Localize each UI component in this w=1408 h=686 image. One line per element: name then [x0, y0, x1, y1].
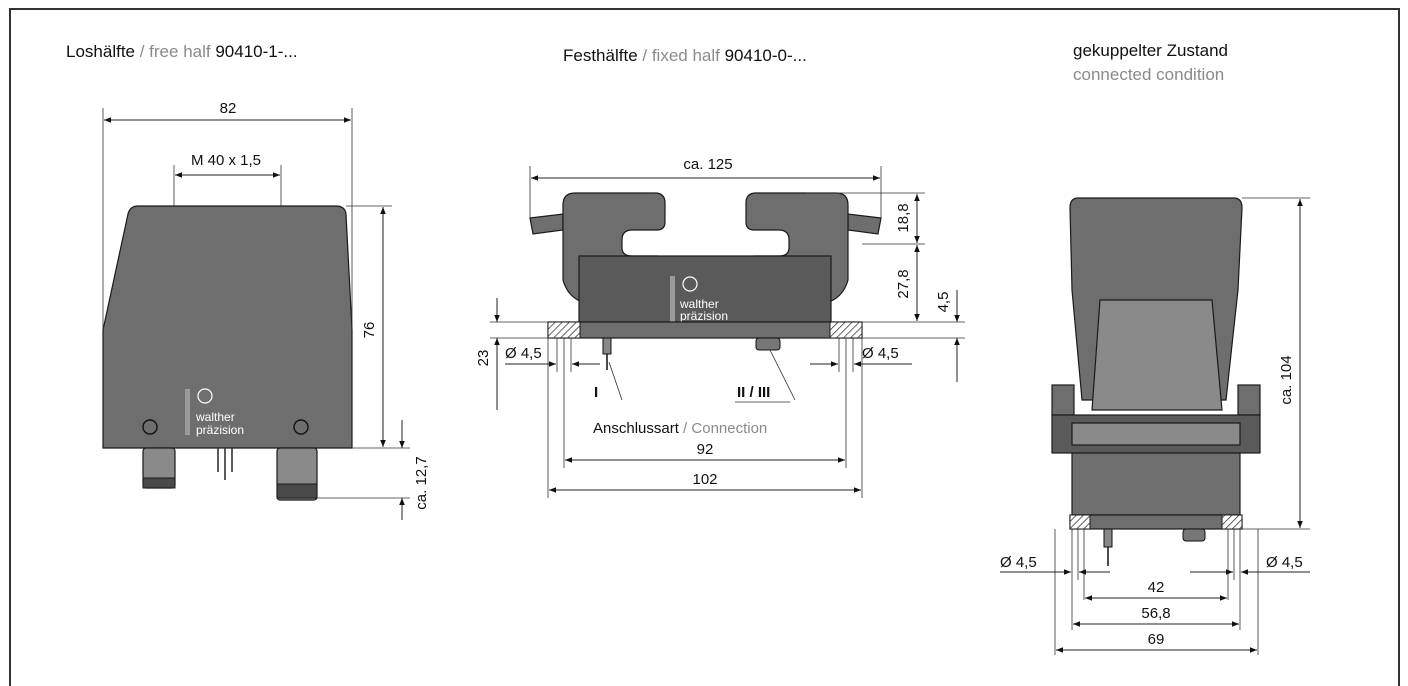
dim-hole-right: Ø 4,5 — [862, 345, 899, 362]
fixed-half-view: walther präzision I II / III ca. 125 18,… — [475, 156, 965, 498]
connection-type-1-pin — [602, 337, 612, 370]
dim-fitting-12-7: ca. 12,7 — [413, 456, 430, 509]
lever-right — [847, 213, 882, 235]
connected-socket — [1182, 528, 1206, 542]
dim-thread: M 40 x 1,5 — [191, 152, 261, 169]
title-connected-en: connected condition — [1073, 65, 1224, 84]
title-free-half: Loshälfte / free half 90410-1-... — [66, 42, 298, 61]
connected-lower-body — [1071, 452, 1241, 516]
dim-mid-56-8: 56,8 — [1141, 605, 1170, 622]
label-connection: Anschlussart / Connection — [593, 420, 767, 437]
dim-width-125: ca. 125 — [683, 156, 732, 173]
svg-text:walther: walther — [679, 297, 719, 311]
dim-outer-69: 69 — [1148, 631, 1165, 648]
dim-height-104: ca. 104 — [1278, 355, 1295, 404]
svg-text:präzision: präzision — [680, 309, 728, 323]
dim-width-82: 82 — [220, 100, 237, 117]
dim-overall-102: 102 — [692, 471, 717, 488]
lug-left — [1051, 384, 1075, 416]
svg-text:präzision: präzision — [196, 423, 244, 437]
dim-hole-left: Ø 4,5 — [505, 345, 542, 362]
dim-height-76: 76 — [361, 322, 378, 339]
dim-upper-27-8: 27,8 — [895, 269, 912, 298]
flange — [547, 321, 863, 339]
mounting-hole-left — [142, 419, 158, 435]
flange-hatch-right — [829, 321, 863, 339]
dim-inner-42: 42 — [1148, 579, 1165, 596]
fixed-half-body — [578, 255, 832, 323]
connection-type-2-socket — [755, 337, 781, 351]
dim-lever-18-8: 18,8 — [895, 203, 912, 232]
connected-pin — [1103, 528, 1113, 548]
connected-flange — [1069, 514, 1243, 530]
lever-left — [529, 213, 564, 235]
svg-text:walther: walther — [195, 410, 235, 424]
dim-flange-4-5: 4,5 — [935, 292, 952, 313]
label-type-2-3: II / III — [737, 384, 770, 401]
title-fixed-half: Festhälfte / fixed half 90410-0-... — [563, 46, 807, 65]
sheet-frame — [9, 8, 1400, 686]
connected-view: ca. 104 Ø 4,5 Ø 4,5 42 56,8 69 — [1000, 197, 1310, 655]
label-type-1: I — [594, 384, 598, 401]
title-connected-de: gekuppelter Zustand — [1073, 41, 1228, 60]
free-half-view: walther präzision 82 M 40 x 1,5 76 c — [102, 100, 430, 520]
logo-free-half: walther präzision — [185, 388, 244, 437]
logo-fixed-half: walther präzision — [670, 276, 728, 323]
connected-hood-inner — [1091, 299, 1223, 411]
contact-pins — [217, 448, 233, 480]
dim-base-23: 23 — [475, 350, 492, 367]
dim-pitch-92: 92 — [697, 441, 714, 458]
flange-hatch-left — [547, 321, 581, 339]
dim-hole-right-connected: Ø 4,5 — [1266, 554, 1303, 571]
mounting-hole-right — [293, 419, 309, 435]
dim-hole-left-connected: Ø 4,5 — [1000, 554, 1037, 571]
